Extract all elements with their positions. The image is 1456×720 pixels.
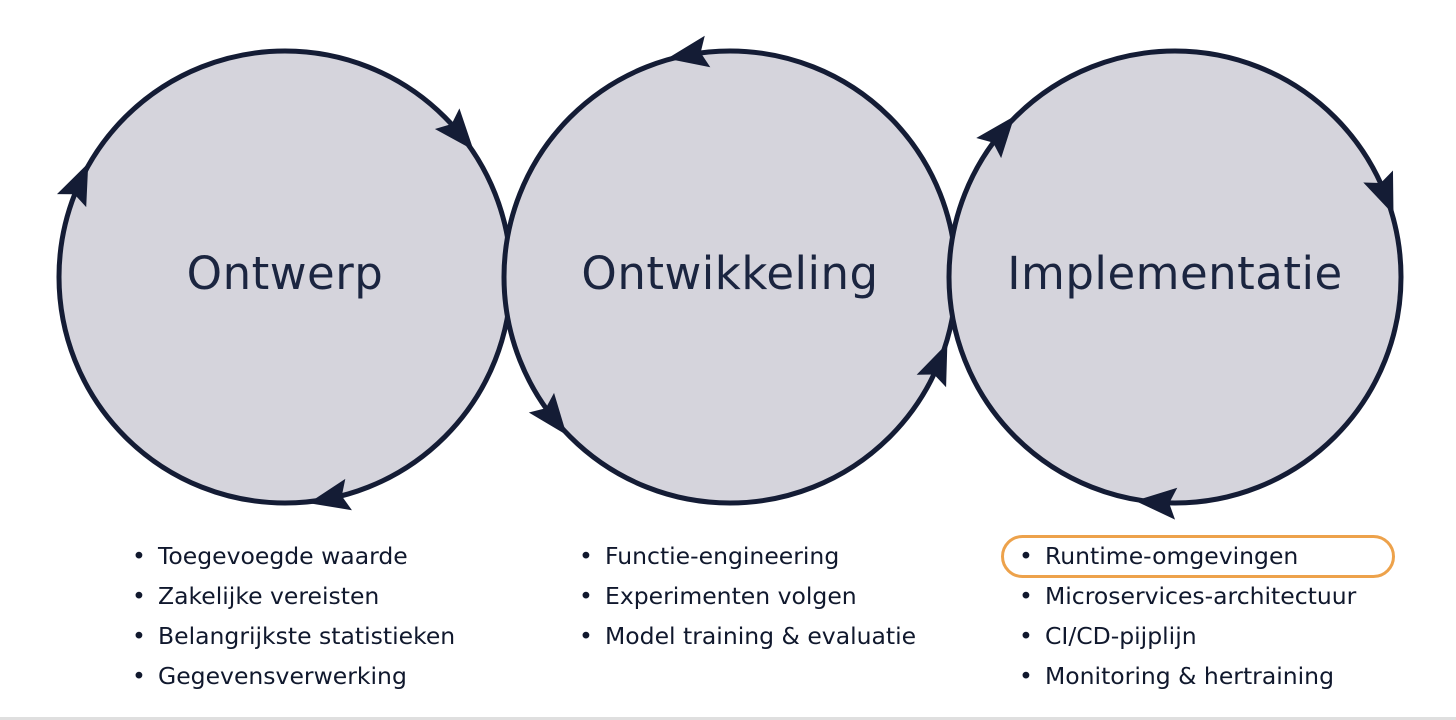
list-item: Toegevoegde waarde [128, 543, 455, 571]
list-item: Model training & evaluatie [575, 623, 916, 651]
list-item: Gegevensverwerking [128, 663, 455, 691]
list-item: Microservices-architectuur [1015, 583, 1395, 611]
stage-title-ontwerp: Ontwerp [186, 246, 384, 300]
list-item: Belangrijkste statistieken [128, 623, 455, 651]
list-item: Monitoring & hertraining [1015, 663, 1395, 691]
stage-title-ontwikkeling: Ontwikkeling [581, 246, 879, 300]
stage-circle-ontwikkeling: Ontwikkeling [495, 35, 965, 512]
list-item: Zakelijke vereisten [128, 583, 455, 611]
list-item: Functie-engineering [575, 543, 916, 571]
cycle-arrow-circle-icon [946, 48, 1404, 520]
highlighted-list-item: Runtime-omgevingen [1001, 535, 1395, 578]
bottom-edge-divider [0, 717, 1456, 720]
stage-circle-ontwerp: Ontwerp [50, 42, 520, 512]
stage-circle-implementatie: Implementatie [940, 42, 1410, 520]
cycle-arrow-circle-icon [501, 35, 959, 506]
stage-list-ontwikkeling: Functie-engineering Experimenten volgen … [575, 543, 916, 663]
list-item: Experimenten volgen [575, 583, 916, 611]
list-item: CI/CD-pijplijn [1015, 623, 1395, 651]
stage-list-implementatie: Runtime-omgevingen Microservices-archite… [1001, 535, 1395, 703]
stage-list-ontwerp: Toegevoegde waarde Zakelijke vereisten B… [128, 543, 455, 703]
stage-title-implementatie: Implementatie [1007, 246, 1343, 300]
